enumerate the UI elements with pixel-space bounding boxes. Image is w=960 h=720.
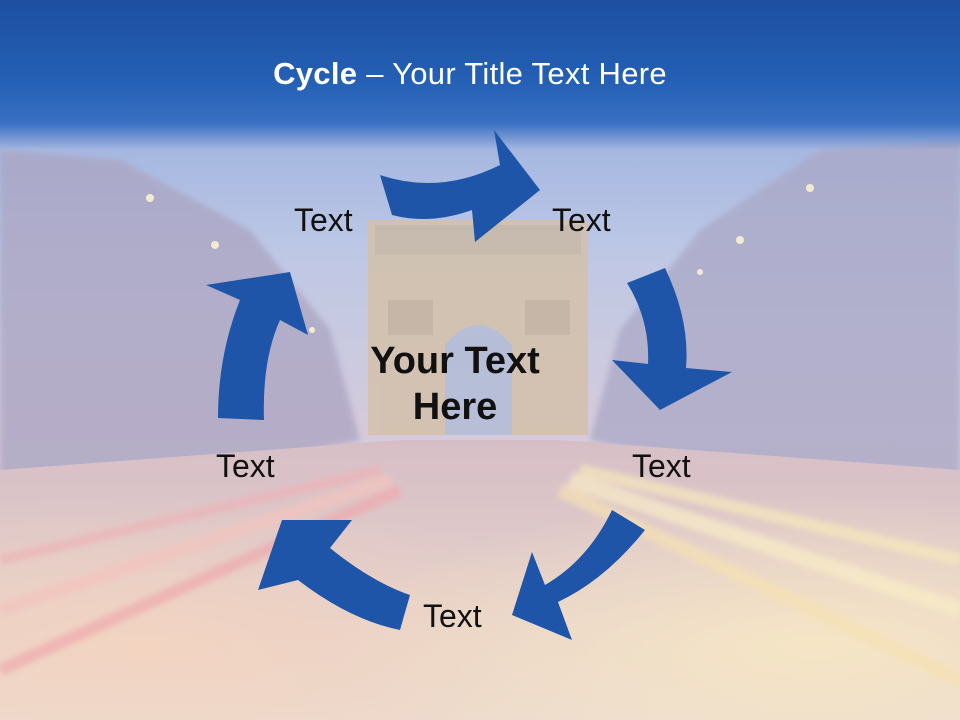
- cycle-step-label: Text: [216, 448, 275, 484]
- title-bold-part: Cycle: [273, 56, 358, 91]
- cycle-arrow-3: [512, 510, 645, 640]
- title-rest-part: – Your Title Text Here: [357, 56, 667, 91]
- cycle-step-label: Text: [632, 448, 691, 484]
- cycle-arrow-2: [612, 268, 732, 410]
- center-text-line1: Your Text: [370, 340, 540, 382]
- cycle-arrow-1: [380, 130, 540, 242]
- arch-monument: [368, 220, 588, 435]
- cycle-arrow-5: [206, 272, 308, 420]
- title-bar: [0, 0, 960, 150]
- cycle-arrow-4: [258, 520, 410, 630]
- cycle-step-label: Text: [294, 202, 353, 238]
- center-text: Your Text Here: [330, 338, 580, 430]
- cycle-step-label: Text: [552, 202, 611, 238]
- cycle-step-label: Text: [423, 598, 482, 634]
- center-text-line2: Here: [412, 386, 498, 428]
- slide-title: Cycle – Your Title Text Here: [0, 56, 940, 92]
